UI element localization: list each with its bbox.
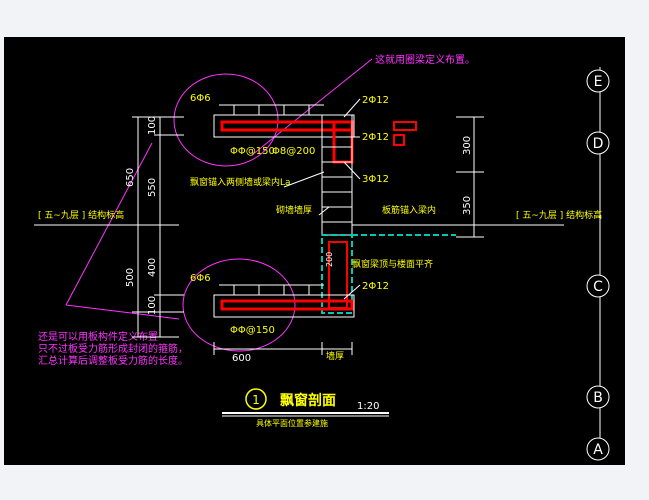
top-slab — [213, 104, 355, 138]
label-top-r3: 3Φ12 — [362, 174, 389, 185]
note-top-right: 这就用圈梁定义布置。 — [375, 53, 475, 66]
highlight-circle-top — [173, 73, 279, 167]
axis-bubble-a[interactable]: A — [586, 437, 610, 461]
wall-column — [321, 114, 353, 236]
annotation-beam-top: 飘窗梁顶与楼面平齐 — [352, 258, 433, 270]
label-bot-main: ΦΦ@150 — [230, 325, 275, 336]
dim-500: 500 — [125, 268, 136, 287]
title-scale: 1:20 — [357, 401, 379, 412]
axis-label-b: B — [593, 390, 603, 406]
note-bottom-left-3: 汇总计算后调整板受力筋的长度。 — [38, 354, 188, 367]
axis-bubble-d[interactable]: D — [586, 131, 610, 155]
window-beam — [321, 234, 456, 314]
dim-550: 550 — [147, 178, 158, 197]
dim-100-bottom: 100 — [147, 296, 158, 315]
axis-label-a: A — [593, 442, 603, 458]
label-top-main2: Φ8@200 — [272, 146, 315, 157]
dim-400: 400 — [147, 258, 158, 277]
annotation-wall: 砌墙墙厚 — [276, 204, 312, 216]
note-bottom-left-1: 还是可以用板构件定义布置 — [38, 330, 158, 343]
annotation-leaders — [283, 98, 361, 300]
highlight-circle-bottom — [182, 258, 296, 352]
axis-label-d: D — [593, 136, 604, 152]
label-bot-dist: 6Φ6 — [190, 273, 211, 284]
note-bottom-left-2: 只不过板受力筋形成封闭的箍筋， — [38, 342, 188, 355]
level-label-right: [ 五~九层 ] 结构标高 — [516, 209, 602, 221]
dimension-left — [132, 116, 184, 338]
top-beam-rebar — [332, 120, 354, 164]
title-text: 飘窗剖面 — [280, 392, 336, 409]
label-top-main: ΦΦ@150 — [230, 146, 275, 157]
cad-drawing-viewport[interactable]: E D C B A 这就用圈梁定义布置。 还是可以用板构件定义布置 只不过板受力… — [4, 37, 625, 465]
axis-label-c: C — [593, 279, 603, 295]
label-top-r2: 2Φ12 — [362, 132, 389, 143]
dim-350: 350 — [462, 196, 473, 215]
level-label-left: [ 五~九层 ] 结构标高 — [38, 209, 124, 221]
dim-100-top: 100 — [147, 116, 158, 135]
side-rebar-2 — [393, 134, 405, 146]
axis-bubble-b[interactable]: B — [586, 385, 610, 409]
axis-bubble-c[interactable]: C — [586, 274, 610, 298]
label-top-dist: 6Φ6 — [190, 93, 211, 104]
leader-bottom-1 — [65, 142, 153, 306]
dimension-bottom — [213, 342, 353, 355]
annotation-bottom-right: 墙厚 — [326, 350, 344, 362]
leader-top — [251, 58, 373, 156]
dimension-right — [456, 116, 484, 238]
annotation-anchor: 飘窗锚入两侧墙或梁内La — [190, 176, 291, 188]
title-subtitle: 具体平面位置参建施 — [256, 418, 328, 428]
dim-300: 300 — [462, 136, 473, 155]
axis-label-e: E — [594, 74, 603, 90]
title-number: 1 — [252, 393, 260, 407]
title-block: 1 飘窗剖面 1:20 具体平面位置参建施 — [222, 388, 389, 428]
bottom-slab-rebar — [220, 299, 354, 311]
cad-canvas: E D C B A 这就用圈梁定义布置。 还是可以用板构件定义布置 只不过板受力… — [34, 53, 610, 461]
dim-650: 650 — [125, 168, 136, 187]
dim-600: 600 — [232, 353, 251, 364]
label-bot-r1: 2Φ12 — [362, 281, 389, 292]
axis-bubble-e[interactable]: E — [586, 69, 610, 93]
dim-200: 200 — [325, 252, 334, 267]
annotation-slab-in: 板筋锚入梁内 — [382, 204, 436, 216]
label-top-r1: 2Φ12 — [362, 95, 389, 106]
side-rebar-1 — [393, 121, 417, 131]
bottom-slab — [213, 284, 355, 318]
